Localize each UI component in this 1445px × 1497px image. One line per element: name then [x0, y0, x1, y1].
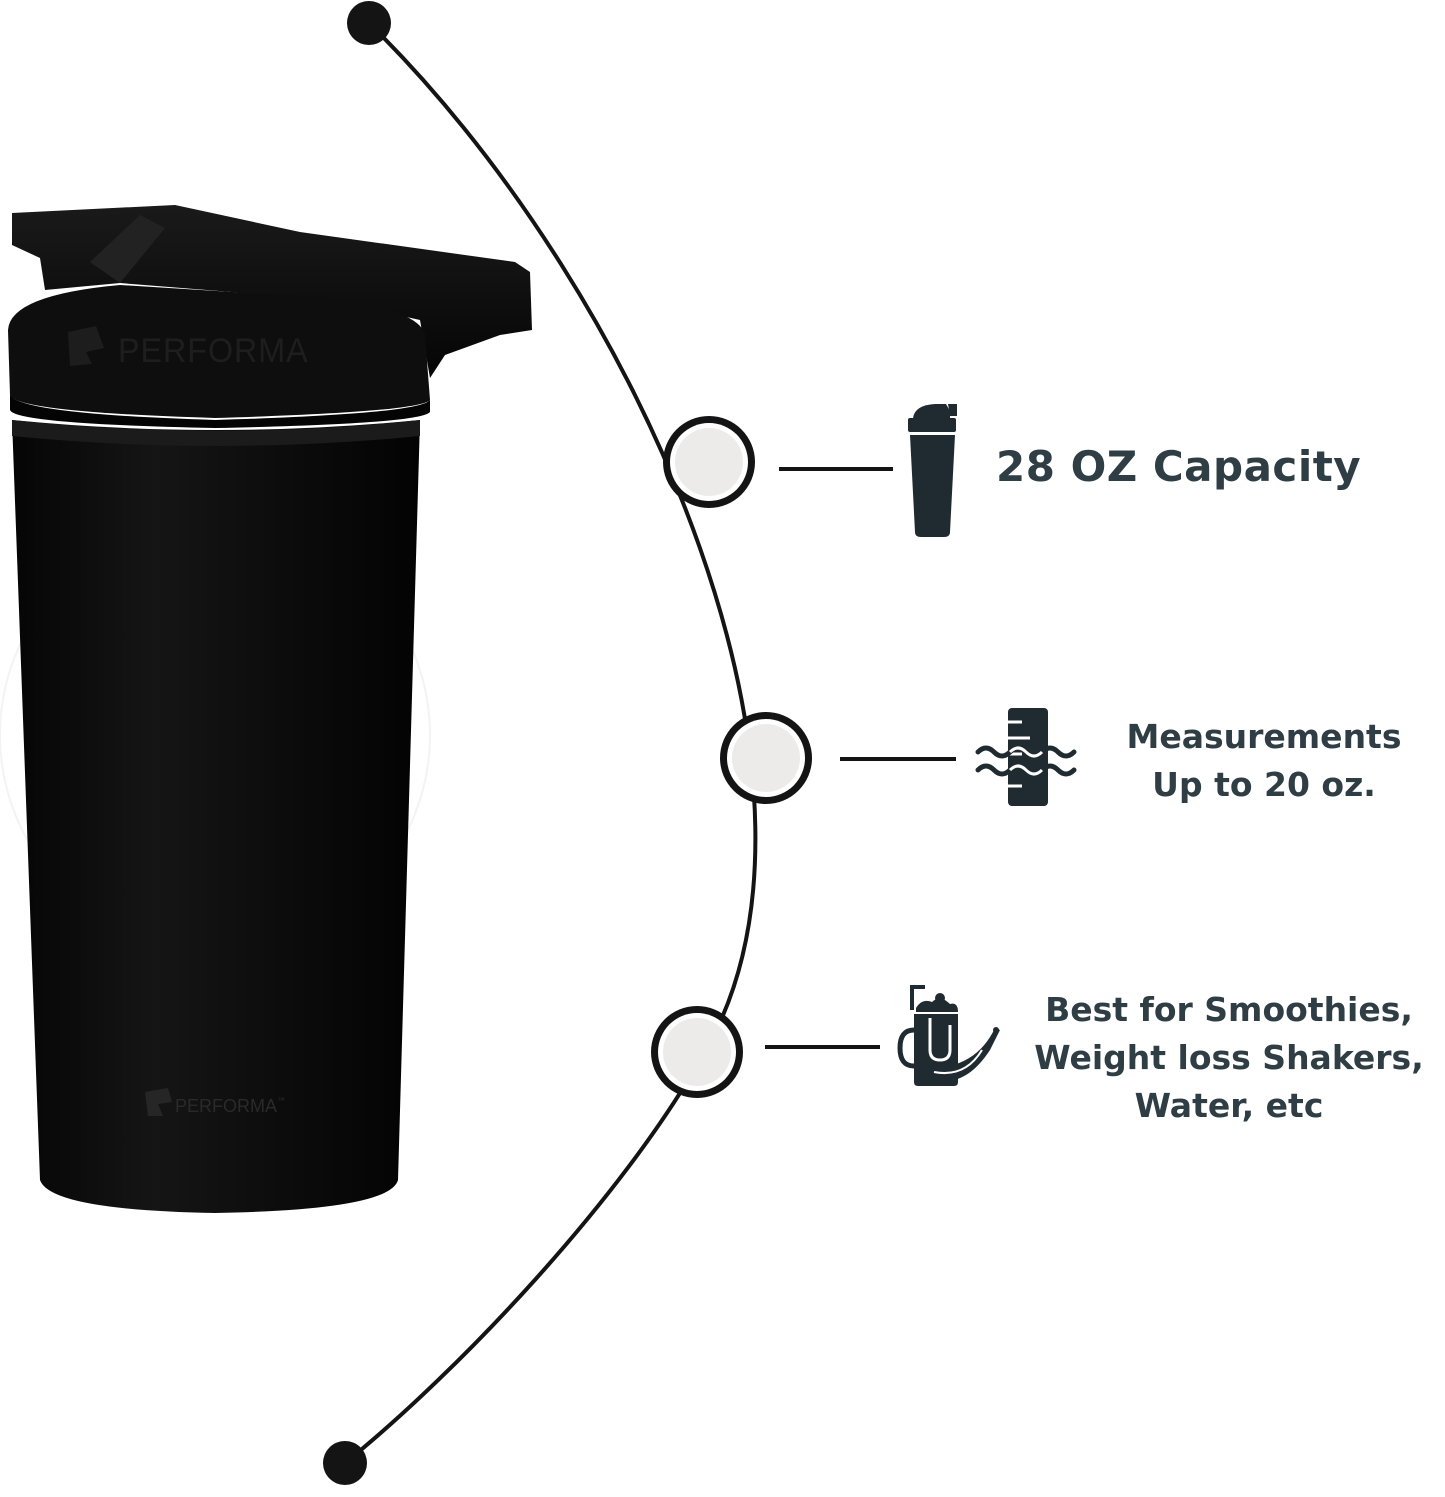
- feature-label-line: Best for Smoothies,: [1045, 990, 1413, 1029]
- feature-label-line: Weight loss Shakers,: [1034, 1038, 1424, 1077]
- smoothie-cup-banana-icon: [897, 985, 1000, 1086]
- feature-node-2: [720, 712, 956, 804]
- feature-node-1: [663, 416, 893, 508]
- bottle-body: [12, 420, 420, 1213]
- feature-node-3: [651, 1006, 880, 1098]
- feature-label-line: Measurements: [1126, 717, 1402, 756]
- timeline-arc: [343, 21, 758, 1465]
- measuring-ruler-waves-icon: [975, 708, 1077, 806]
- shaker-bottle: [8, 205, 532, 1213]
- shaker-bottle-icon: [908, 404, 957, 537]
- arc-end-dot: [323, 1441, 367, 1485]
- bottle-lid: [8, 285, 430, 418]
- body-brand-tm: ™: [277, 1096, 286, 1105]
- feature-label-best-for: Best for Smoothies, Weight loss Shakers,…: [1014, 986, 1444, 1130]
- lid-logo-mark: [68, 326, 104, 366]
- feature-label-capacity: 28 OZ Capacity: [996, 442, 1361, 491]
- feature-label-line: 28 OZ Capacity: [996, 442, 1362, 491]
- feature-label-measurements: Measurements Up to 20 oz.: [1108, 713, 1420, 809]
- arc-start-dot: [347, 1, 391, 45]
- feature-label-line: Water, etc: [1134, 1086, 1324, 1125]
- body-logo-mark: [145, 1088, 172, 1116]
- lid-brand-text: PERFORMA: [118, 332, 309, 370]
- body-brand-name: PERFORMA: [175, 1096, 278, 1116]
- body-brand-text: PERFORMA™: [175, 1096, 285, 1117]
- feature-label-line: Up to 20 oz.: [1152, 765, 1376, 804]
